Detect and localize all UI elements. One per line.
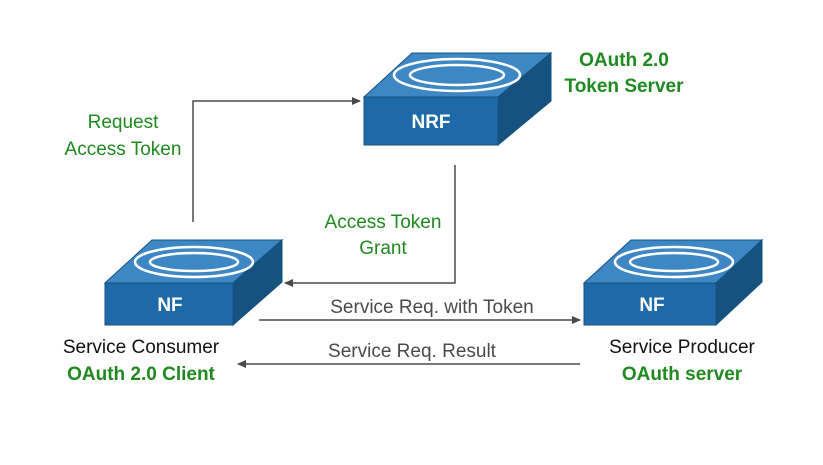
service-request-label: Service Req. with Token xyxy=(330,297,533,318)
consumer-ring-inner-icon xyxy=(148,251,240,273)
consumer-device: NF xyxy=(103,238,284,327)
producer-device-label: NF xyxy=(639,295,664,316)
token-grant-label-line1: Access Token xyxy=(325,212,442,233)
nrf-title-line2: Token Server xyxy=(565,76,685,97)
nrf-ring-inner-icon xyxy=(408,63,506,87)
nrf-title-line1: OAuth 2.0 xyxy=(579,50,669,71)
nrf-ring-outer-icon xyxy=(392,57,522,93)
consumer-ring-outer-icon xyxy=(133,245,255,279)
token-grant-arrow xyxy=(284,165,456,287)
producer-device-side xyxy=(715,238,763,327)
nrf-device: NRF xyxy=(362,51,553,147)
producer-device: NF xyxy=(582,238,764,327)
request-token-label-line1: Request xyxy=(88,112,159,133)
nrf-device-side xyxy=(497,51,552,147)
consumer-role: Service Consumer xyxy=(63,337,220,358)
consumer-device-side xyxy=(232,238,283,327)
producer-ring-inner-icon xyxy=(628,251,720,273)
consumer-oauth-role: OAuth 2.0 Client xyxy=(67,364,215,385)
request-token-label-line2: Access Token xyxy=(65,139,182,160)
request-token-arrow xyxy=(192,97,361,222)
producer-role: Service Producer xyxy=(609,337,755,358)
producer-ring-outer-icon xyxy=(613,245,735,279)
token-grant-label-line2: Grant xyxy=(359,238,407,259)
service-result-label: Service Req. Result xyxy=(328,341,497,362)
producer-oauth-role: OAuth server xyxy=(622,364,743,385)
nrf-device-label: NRF xyxy=(411,112,450,133)
consumer-device-label: NF xyxy=(157,295,182,316)
